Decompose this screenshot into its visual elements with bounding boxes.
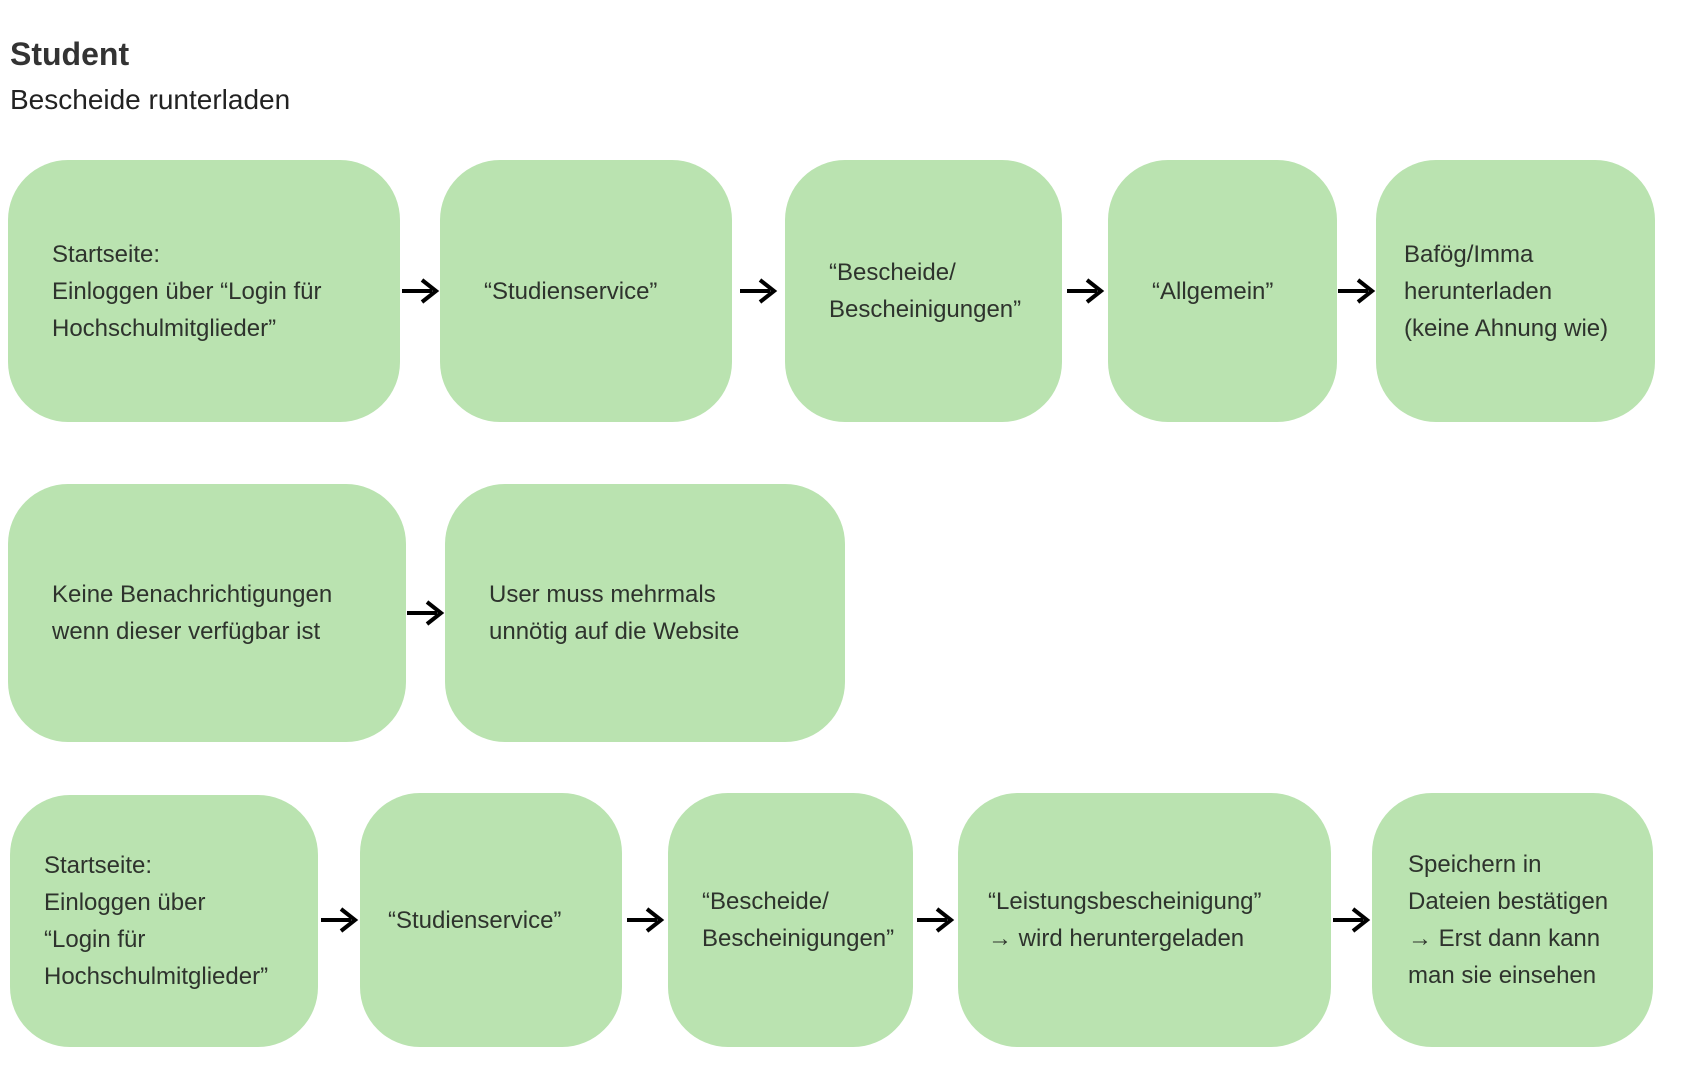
arrow-right-icon xyxy=(917,907,955,933)
flow-node-r2-1[interactable]: Keine Benachrichtigungen wenn dieser verf… xyxy=(8,484,406,742)
flow-node-r1-3[interactable]: “Bescheide/Bescheinigungen” xyxy=(785,160,1062,422)
flow-node-text: “Leistungsbescheinigung” → wird herunterg… xyxy=(988,883,1262,957)
node-text-line: “Allgemein” xyxy=(1152,277,1274,305)
node-text-line: “Login für xyxy=(44,926,146,953)
node-text-line: User muss mehrmals xyxy=(489,581,716,608)
flow-node-r3-4[interactable]: “Leistungsbescheinigung” → wird herunterg… xyxy=(958,793,1331,1047)
flow-node-text: “Studienservice” xyxy=(388,902,561,939)
node-text-line: Startseite: xyxy=(44,852,153,879)
node-text-line: unnötig auf die Website xyxy=(489,618,740,645)
node-text-line: “Bescheide/ xyxy=(702,888,829,915)
node-text-line: Startseite: xyxy=(52,240,161,268)
flow-node-text: “Studienservice” xyxy=(484,273,657,310)
node-text-line: “Bescheide/ xyxy=(829,259,956,286)
flow-node-r3-5[interactable]: Speichern in Dateien bestätigen → Erst dan… xyxy=(1372,793,1653,1047)
arrow-right-icon xyxy=(402,278,440,304)
arrow-right-icon xyxy=(627,907,665,933)
arrow-right-icon xyxy=(407,600,445,626)
arrow-right-icon xyxy=(740,278,778,304)
arrow-right-icon xyxy=(1333,907,1371,933)
node-text-line: Keine Benachrichtigungen xyxy=(52,581,333,608)
arrow-right-icon xyxy=(1067,278,1105,304)
node-text-line: “Studienservice” xyxy=(484,277,658,305)
flow-node-text: “Bescheide/Bescheinigungen” xyxy=(702,883,894,957)
node-text-line: Bescheinigungen” xyxy=(702,925,895,952)
flow-node-text: “Bescheide/Bescheinigungen” xyxy=(829,254,1021,328)
node-text-line: Einloggen über “Login für xyxy=(52,277,322,305)
flow-node-r3-3[interactable]: “Bescheide/Bescheinigungen” xyxy=(668,793,913,1047)
node-text-line: Speichern in xyxy=(1408,851,1542,878)
node-text-line: → wird heruntergeladen xyxy=(988,925,1245,952)
node-text-line: (keine Ahnung wie) xyxy=(1404,314,1609,342)
flow-node-r1-5[interactable]: Bafög/Imma herunterladen (keine Ahnung wie… xyxy=(1376,160,1655,422)
node-text-line: “Studienservice” xyxy=(388,906,562,934)
node-text-line: Hochschulmitglieder” xyxy=(52,314,277,342)
flow-node-r1-4[interactable]: “Allgemein” xyxy=(1108,160,1337,422)
node-text-line: Bafög/Imma xyxy=(1404,240,1534,268)
node-text-line: “Leistungsbescheinigung” xyxy=(988,888,1262,915)
node-text-line: Hochschulmitglieder” xyxy=(44,963,269,990)
arrow-right-icon xyxy=(1338,278,1376,304)
node-text-line: herunterladen xyxy=(1404,277,1553,305)
flow-node-text: Speichern in Dateien bestätigen → Erst dan… xyxy=(1408,846,1608,994)
node-text-line: Einloggen über xyxy=(44,889,206,916)
flow-node-r3-2[interactable]: “Studienservice” xyxy=(360,793,622,1047)
flow-node-r1-2[interactable]: “Studienservice” xyxy=(440,160,732,422)
node-text-line: wenn dieser verfügbar ist xyxy=(52,618,321,645)
flow-node-text: Bafög/Imma herunterladen (keine Ahnung wie… xyxy=(1404,236,1608,347)
node-text-line: Bescheinigungen” xyxy=(829,296,1022,323)
flow-node-r2-2[interactable]: User muss mehrmals unnötig auf die Websit… xyxy=(445,484,845,742)
flow-node-text: User muss mehrmals unnötig auf die Websit… xyxy=(489,576,739,650)
arrow-right-icon xyxy=(321,907,359,933)
node-text-line: → Erst dann kann xyxy=(1408,925,1601,952)
flow-node-text: Keine Benachrichtigungen wenn dieser verf… xyxy=(52,576,332,650)
flow-node-text: “Allgemein” xyxy=(1152,273,1273,310)
node-text-line: Dateien bestätigen xyxy=(1408,888,1609,915)
page-title: Student xyxy=(10,36,130,72)
page-subtitle: Bescheide runterladen xyxy=(10,84,291,115)
node-text-line: man sie einsehen xyxy=(1408,962,1597,989)
